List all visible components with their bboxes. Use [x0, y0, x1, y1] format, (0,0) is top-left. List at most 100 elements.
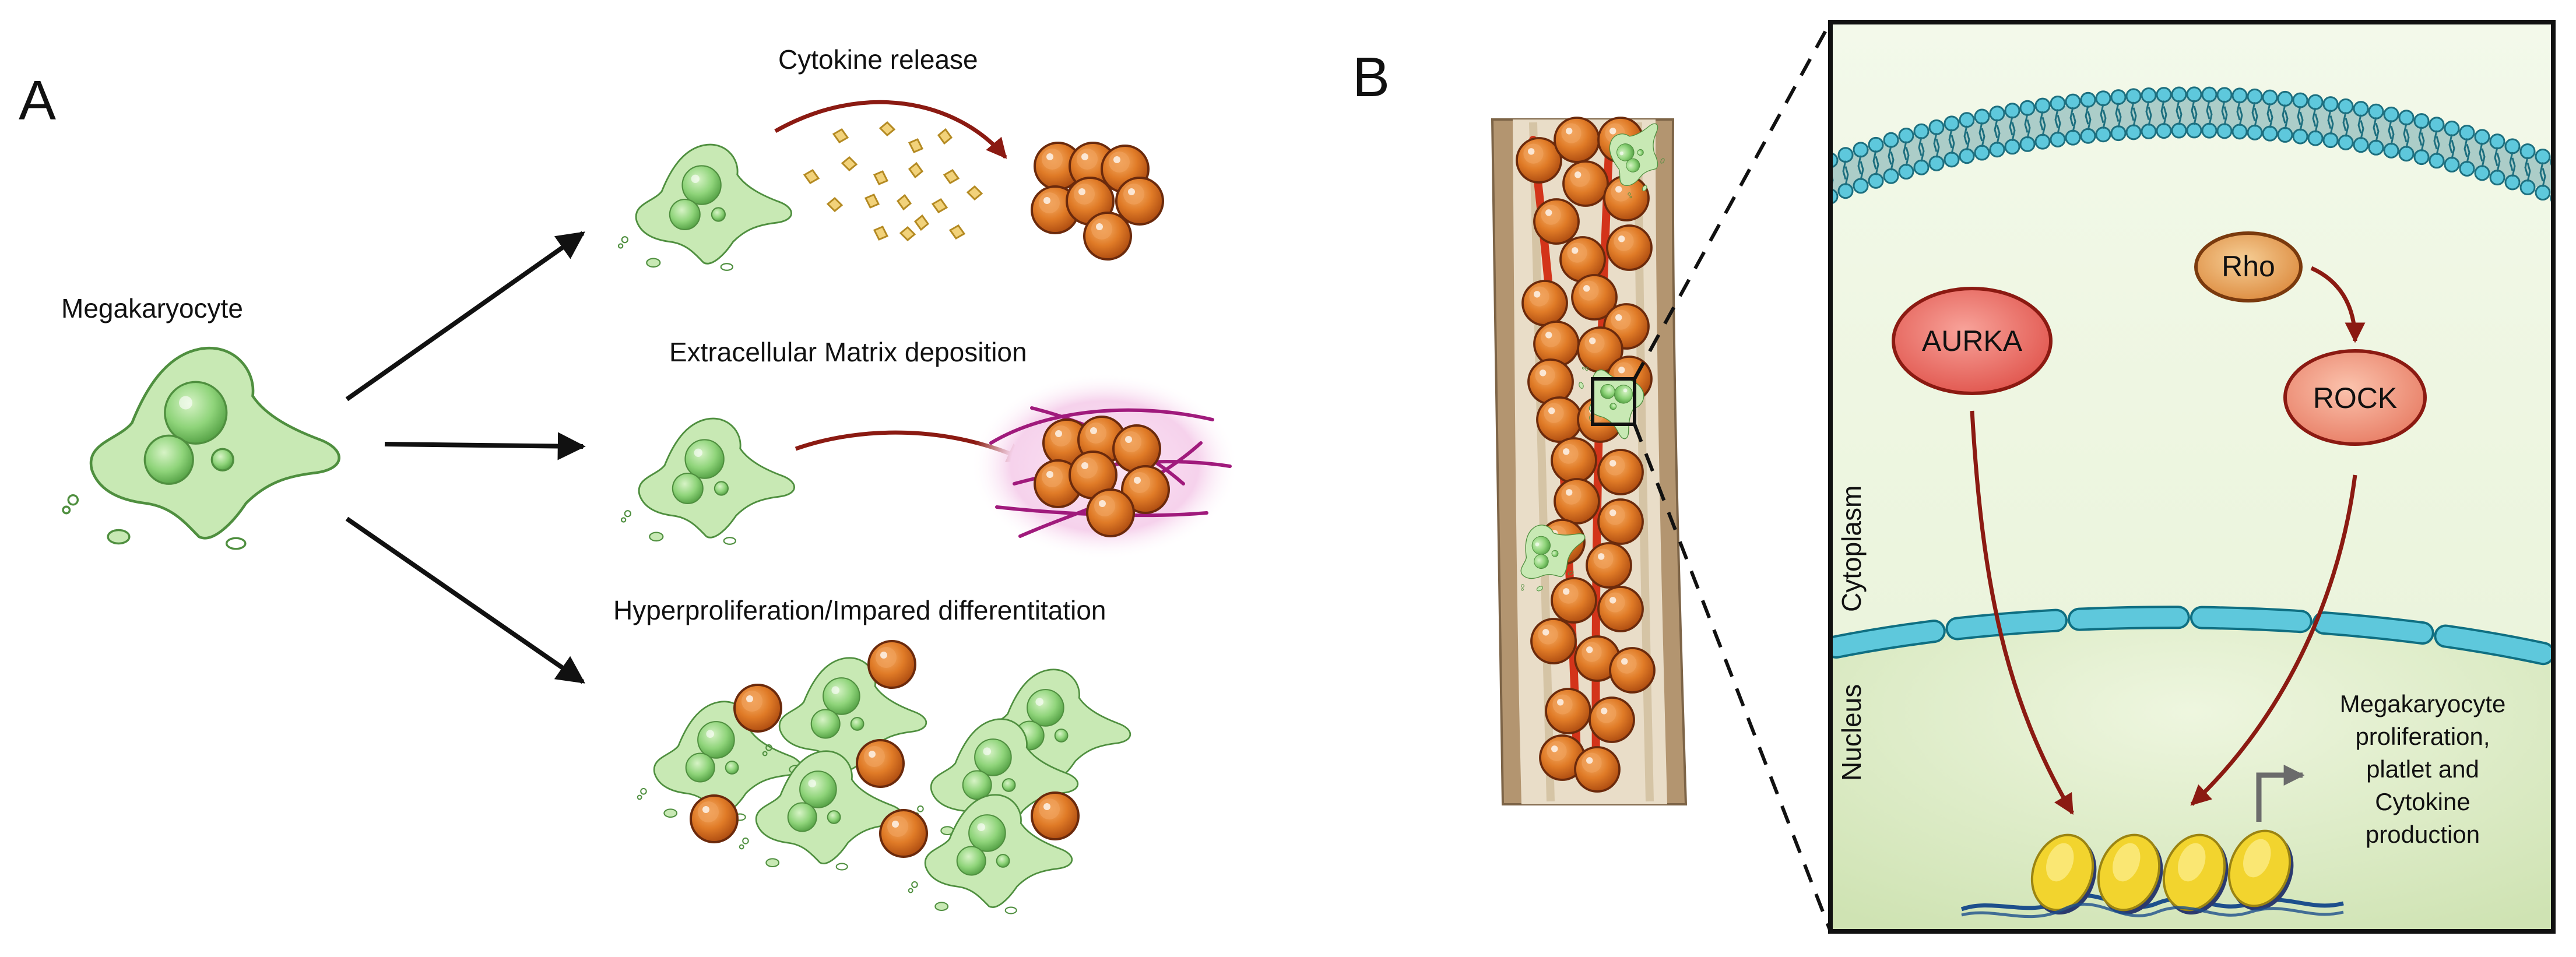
lipid-tail — [1888, 145, 1895, 171]
lipid-head — [2322, 132, 2339, 149]
chromatin — [1960, 821, 2344, 925]
nucleus-region — [1830, 617, 2553, 931]
arrow-to-hyperproliferation — [345, 516, 585, 684]
cytokine-curved-arrow — [774, 100, 1007, 159]
lipid-head — [2171, 86, 2187, 103]
lipid-head — [1944, 115, 1960, 132]
lipid-head — [2262, 125, 2278, 142]
lipid-head — [2141, 87, 2157, 104]
lipid-tail — [1842, 160, 1849, 186]
lipid-tail — [2448, 134, 2455, 159]
lipid-tail — [2282, 104, 2289, 129]
lipid-head — [2231, 124, 2248, 140]
lipid-head — [1928, 155, 1945, 171]
lipid-head — [2429, 117, 2445, 133]
lipid-head — [2019, 136, 2036, 152]
lipid-tail — [2433, 130, 2440, 156]
zoom-region-box — [1591, 377, 1636, 426]
lipid-head — [1853, 178, 1869, 194]
lipid-head — [2459, 160, 2475, 177]
nucleus-label: Nucleus — [1836, 684, 1867, 781]
lipid-head — [2080, 128, 2096, 144]
lipid-head — [2110, 89, 2127, 105]
lipid-head — [2004, 139, 2020, 155]
lipid-tail — [2009, 116, 2016, 142]
lipid-tail — [2327, 110, 2334, 135]
rock-node: ROCK — [2283, 349, 2427, 446]
lipid-head — [1928, 119, 1945, 135]
lipid-head — [2489, 170, 2505, 186]
lipid-tail — [2463, 138, 2470, 163]
lipid-head — [1898, 128, 1914, 144]
lipid-head — [2307, 130, 2324, 146]
lipid-tail — [1857, 155, 1864, 181]
lipid-tail — [2539, 162, 2546, 187]
lipid-tail — [2069, 107, 2076, 132]
lipid-head — [2231, 87, 2248, 104]
panel-b: B — [1352, 20, 2560, 934]
lipid-tail — [2556, 168, 2560, 192]
lipid-head — [2171, 122, 2187, 139]
zoomed-cell-panel: Cytoplasm Nucleus AURKA Rho ROCK — [1828, 20, 2560, 934]
lipid-head — [2383, 106, 2399, 122]
source-megakaryocyte — [63, 348, 339, 548]
lipid-head — [2338, 98, 2354, 114]
lipid-head — [1837, 147, 1854, 163]
lipid-head — [1837, 183, 1854, 199]
outcome-line: Cytokine — [2375, 788, 2470, 815]
lipid-head — [2247, 88, 2263, 104]
lipid-head — [1959, 148, 1975, 164]
lipid-head — [1868, 136, 1884, 153]
lipid-head — [1944, 152, 1960, 168]
arrow-aurka-to-chromatin — [1970, 410, 2075, 815]
lipid-tail — [2085, 105, 2092, 131]
arrow-rho-to-rock — [2310, 266, 2366, 343]
lipid-tail — [1918, 136, 1925, 162]
outcome-line: production — [2366, 821, 2480, 848]
lipid-head — [2125, 88, 2142, 104]
lipid-head — [2353, 101, 2369, 117]
aurka-node: AURKA — [1892, 287, 2053, 395]
lipid-head — [2156, 123, 2172, 139]
lipid-head — [2322, 96, 2339, 112]
lipid-tail — [2054, 109, 2061, 134]
lipid-tail — [1903, 141, 1910, 166]
outcome-label: Cytokine release — [778, 44, 978, 75]
lipid-head — [2095, 90, 2111, 107]
source-label: Megakaryocyte — [61, 293, 243, 323]
lipid-head — [2141, 124, 2157, 140]
lipid-head — [2459, 124, 2475, 140]
lipid-head — [2519, 143, 2536, 160]
panel-a-letter: A — [19, 69, 56, 132]
lipid-head — [1989, 105, 2005, 122]
lipid-head — [2383, 142, 2399, 159]
lipid-head — [2186, 122, 2202, 139]
panel-b-letter: B — [1352, 46, 1390, 108]
lipid-tail — [2342, 112, 2349, 137]
lipid-head — [1883, 168, 1899, 184]
svg-text:AURKA: AURKA — [1922, 325, 2023, 357]
outcome-text: Megakaryocyte proliferation, platlet and… — [2340, 690, 2506, 848]
outcome-hyperproliferation: Hyperproliferation/Impared differentitat… — [613, 595, 1131, 914]
lipid-head — [2413, 149, 2430, 166]
lipid-head — [1853, 142, 1869, 158]
lipid-tail — [2494, 147, 2501, 173]
lipid-tail — [2312, 107, 2319, 133]
lipid-head — [2156, 87, 2172, 103]
lipid-head — [2216, 123, 2233, 139]
lipid-head — [2080, 92, 2096, 108]
rho-node: Rho — [2194, 231, 2303, 302]
lipid-tail — [1978, 122, 1985, 147]
lipid-tail — [2418, 126, 2425, 152]
lipid-tail — [2130, 101, 2137, 127]
lipid-head — [1974, 145, 1990, 161]
lipid-head — [2216, 87, 2233, 103]
arrow-to-cytokine — [345, 231, 585, 402]
zoomed-panel-border — [1828, 20, 2556, 934]
bone-marrow-vessel — [1491, 108, 1688, 805]
svg-text:ROCK: ROCK — [2313, 382, 2397, 414]
lipid-head — [2504, 138, 2521, 154]
lipid-head — [2489, 133, 2505, 150]
lipid-head — [2413, 113, 2430, 129]
